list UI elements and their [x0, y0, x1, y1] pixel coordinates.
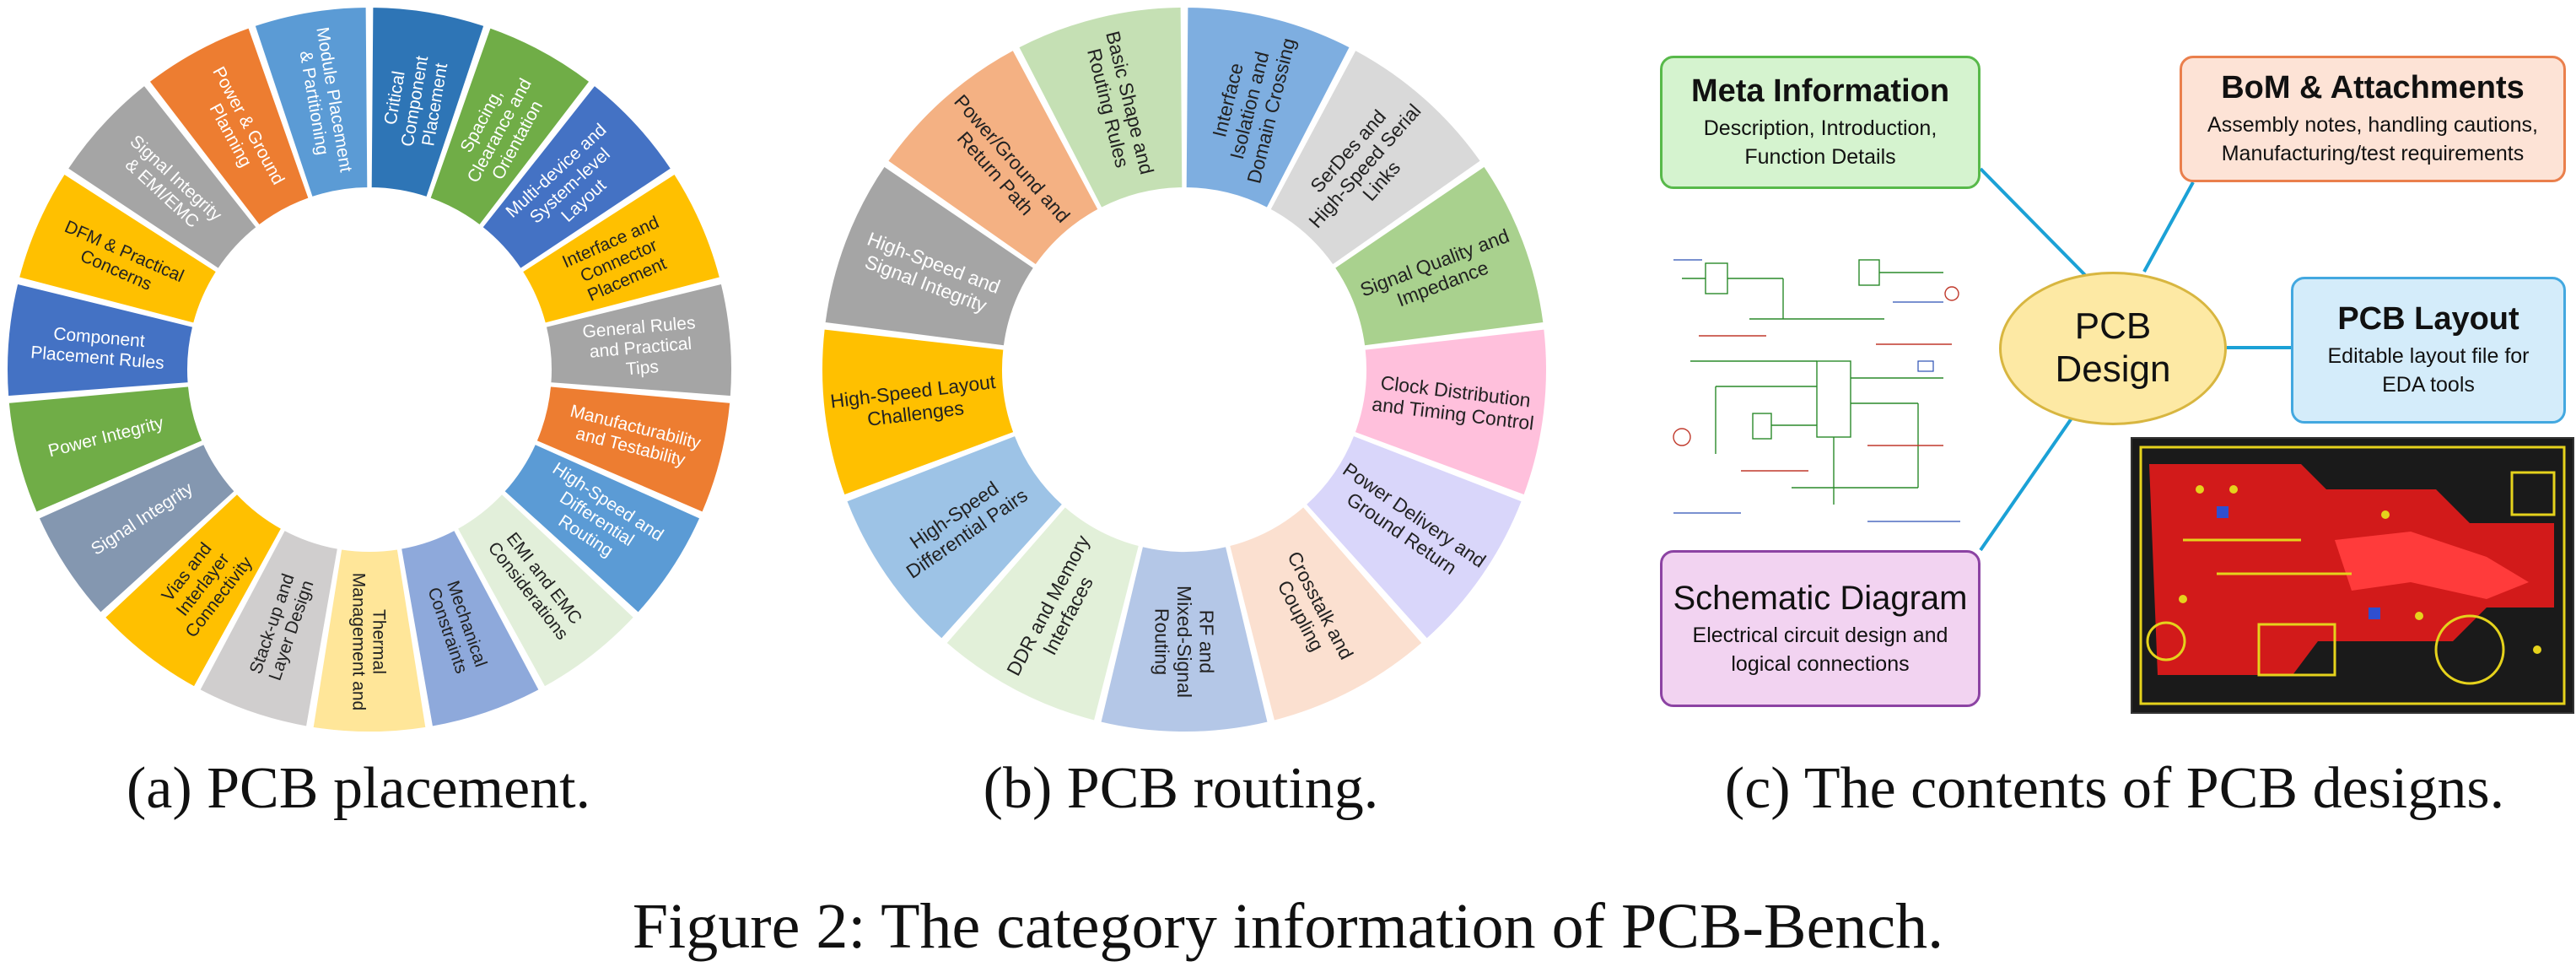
placement-segment-3: [520, 172, 722, 325]
connector-meta: [1979, 167, 2087, 277]
layout-desc-2: EDA tools: [2382, 372, 2475, 397]
meta-desc-1: Description, Introduction,: [1703, 116, 1937, 141]
routing-segment-9: [821, 327, 1016, 497]
schematic-title: Schematic Diagram: [1673, 580, 1968, 618]
placement-segment-12: [37, 442, 237, 615]
placement-segment-9: [311, 548, 428, 733]
routing-segment-3: [1353, 327, 1548, 497]
placement-segment-10: [197, 528, 340, 728]
placement-segment-13: [7, 385, 204, 514]
center-line-2: Design: [2055, 348, 2171, 390]
routing-label-6: RF andMixed-SignalRouting: [1151, 586, 1218, 698]
figure-caption: Figure 2: The category information of PC…: [632, 891, 1944, 962]
placement-segment-8: [399, 528, 542, 728]
routing-segment-4: [1304, 434, 1524, 641]
placement-segment-16: [66, 84, 259, 271]
caption-c: (c) The contents of PCB designs.: [1724, 756, 2505, 821]
pcb-design-node: PCB Design: [1999, 272, 2227, 425]
routing-segment-6: [1099, 544, 1269, 733]
routing-segment-10: [823, 165, 1036, 348]
routing-segment-8: [844, 434, 1064, 641]
placement-segment-2: [480, 84, 673, 271]
placement-segment-7: [455, 492, 636, 688]
bom-desc-1: Assembly notes, handling cautions,: [2207, 113, 2538, 138]
placement-segment-11: [103, 492, 283, 688]
layout-desc-1: Editable layout file for: [2327, 344, 2530, 369]
routing-segment-7: [944, 505, 1141, 722]
placement-segment-18: [253, 6, 369, 199]
connector-bom: [2142, 181, 2195, 273]
routing-segment-11: [886, 48, 1100, 267]
placement-segment-1: [428, 26, 591, 227]
placement-segment-6: [502, 442, 702, 615]
pcb-layout-thumbnail-image: [2131, 437, 2574, 714]
routing-segment-12: [1016, 6, 1184, 210]
placement-segment-4: [544, 282, 733, 398]
pcb-layout-box: PCB Layout Editable layout file for EDA …: [2291, 277, 2566, 424]
schematic-thumbnail-image: [1665, 235, 1974, 540]
placement-segment-15: [17, 172, 218, 325]
connector-schematic: [1979, 412, 2077, 552]
layout-title: PCB Layout: [2337, 301, 2519, 338]
bom-title: BoM & Attachments: [2221, 70, 2525, 106]
center-line-1: PCB: [2074, 305, 2152, 348]
placement-segment-0: [369, 6, 486, 199]
placement-segment-17: [148, 26, 310, 227]
schematic-desc-2: logical connections: [1731, 652, 1910, 676]
placement-segment-5: [535, 385, 732, 514]
caption-b: (b) PCB routing.: [983, 756, 1379, 821]
schematic-diagram-box: Schematic Diagram Electrical circuit des…: [1660, 550, 1981, 707]
routing-segment-5: [1227, 505, 1425, 722]
schematic-desc-1: Electrical circuit design and: [1692, 624, 1948, 648]
caption-a: (a) PCB placement.: [126, 756, 591, 821]
meta-desc-2: Function Details: [1744, 144, 1896, 169]
placement-segment-14: [6, 282, 195, 398]
routing-segment-1: [1269, 48, 1483, 267]
bom-attachments-box: BoM & Attachments Assembly notes, handli…: [2180, 56, 2566, 182]
meta-title: Meta Information: [1690, 73, 1950, 110]
bom-desc-2: Manufacturing/test requirements: [2221, 141, 2525, 165]
meta-information-box: Meta Information Description, Introducti…: [1660, 56, 1981, 189]
routing-segment-0: [1184, 6, 1352, 210]
routing-segment-2: [1333, 165, 1545, 348]
placement-label-9: ThermalManagement and: [349, 573, 389, 710]
